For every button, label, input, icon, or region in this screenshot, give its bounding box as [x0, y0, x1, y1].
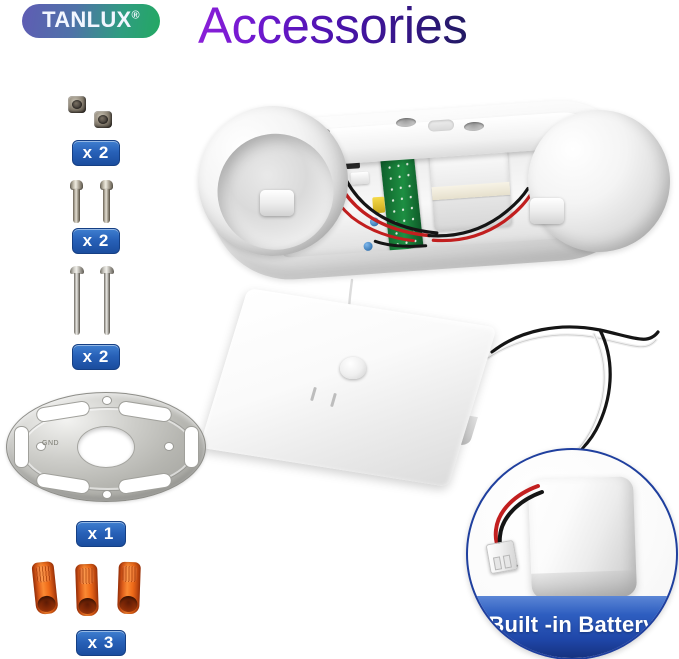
strain-relief-grommet: [340, 357, 366, 379]
long-screw-2: [100, 266, 115, 340]
wire-nut-1-ribs: [35, 565, 52, 583]
callout-banner-text: Built -in Battery: [488, 612, 656, 637]
bracket-slot-left-outer: [14, 426, 29, 468]
keps-nut-1: [68, 96, 86, 113]
wire-nut-2-ribs: [79, 567, 94, 585]
long-screw-1: [70, 266, 85, 340]
page-title: Accessories: [198, 0, 468, 54]
short-screw-1-shaft: [73, 189, 80, 223]
brand-logo: TANLUX®: [22, 4, 160, 38]
short-screw-1: [70, 180, 84, 226]
short-screw-2-head: [100, 180, 113, 190]
long-screw-2-shaft: [104, 273, 110, 335]
bracket-hole-bottom: [102, 490, 112, 499]
qty-badge-bracket: x 1: [76, 521, 126, 547]
long-screw-1-shaft: [74, 273, 80, 335]
battery-connector: [485, 539, 519, 575]
wire-nut-3-ribs: [122, 565, 137, 583]
callout-banner: Built -in Battery: [468, 596, 676, 658]
bracket-slot-right-outer: [184, 426, 199, 468]
qty-badge-wire-nuts: x 3: [76, 630, 126, 656]
lamp-socket-left: [260, 190, 294, 216]
emergency-light-fixture: [188, 95, 678, 296]
short-screw-1-head: [70, 180, 83, 190]
wire-nut-2: [75, 563, 99, 617]
bracket-hole-left: [36, 442, 46, 451]
bracket-gnd-marking: GND: [42, 440, 60, 447]
mounting-bracket: GND: [6, 392, 206, 502]
wire-nut-1: [31, 560, 59, 616]
keps-nut-2: [94, 111, 112, 128]
qty-badge-keps-nuts: x 2: [72, 140, 120, 166]
qty-badge-short-screws: x 2: [72, 228, 120, 254]
cover-face: [199, 288, 497, 487]
junction-box-cover: [199, 288, 502, 510]
bracket-center-hole: [77, 426, 135, 468]
registered-trademark-icon: ®: [131, 9, 140, 22]
vent-slot: [427, 119, 455, 132]
wire-nut-3: [117, 561, 141, 615]
brand-logo-text: TANLUX®: [42, 7, 140, 32]
lamp-socket-right: [530, 198, 564, 224]
long-screw-2-head: [100, 266, 114, 274]
built-in-battery-callout: Built -in Battery: [466, 448, 678, 659]
long-screw-1-head: [70, 266, 84, 274]
qty-badge-long-screws: x 2: [72, 344, 120, 370]
bracket-hole-top: [102, 396, 112, 405]
short-screw-2: [100, 180, 114, 226]
bracket-hole-right: [164, 442, 174, 451]
short-screw-2-shaft: [103, 189, 110, 223]
